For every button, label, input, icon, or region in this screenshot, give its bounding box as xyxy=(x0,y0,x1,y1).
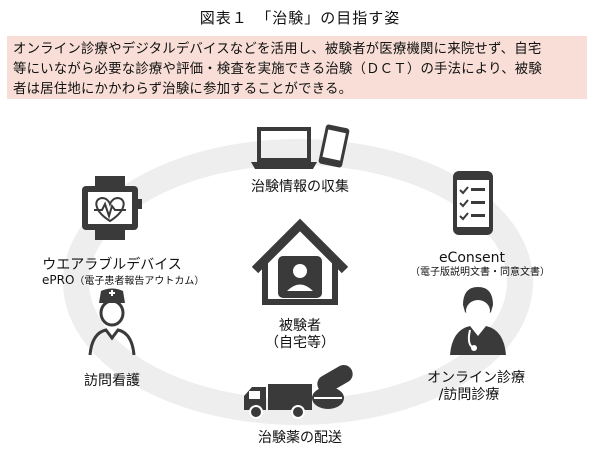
intro-line: オンライン診療やデジタルデバイスなどを活用し、被験者が医療機関に来院せず、自宅 xyxy=(13,42,542,57)
delivery-label: 治験薬の配送 xyxy=(258,430,342,446)
epro-label: ePRO xyxy=(42,273,75,287)
epro-sublabel: （電子患者報告アウトカム） xyxy=(74,276,205,287)
nurse-icon xyxy=(88,288,136,356)
online-sublabel: /訪問診療 xyxy=(438,387,500,403)
truck-pills-icon xyxy=(244,365,353,419)
online-label: オンライン診療 xyxy=(427,370,525,386)
laptop-tablet-icon xyxy=(251,124,350,169)
intro-line: 者は居住地にかかわらず治験に参加することができる。 xyxy=(13,82,353,97)
subject-label: 被験者 xyxy=(279,318,321,334)
econsent-sublabel: （電子版説明文書・同意文書） xyxy=(410,267,550,278)
intro-line: 等にいながら必要な診療や評価・検査を実施できる治験（ＤＣＴ）の手法により、被験 xyxy=(13,62,542,77)
wearable-label: ウエアラブルデバイス xyxy=(42,257,182,273)
info-label: 治験情報の収集 xyxy=(251,179,349,195)
subject-location: （自宅等） xyxy=(265,335,335,351)
nursing-label: 訪問看護 xyxy=(84,373,140,389)
house-person-icon xyxy=(251,218,349,305)
figure-title: 図表１ 「治験」の目指す姿 xyxy=(199,9,401,27)
doctor-icon xyxy=(450,287,506,355)
smartphone-checklist-icon xyxy=(453,171,493,235)
econsent-label: eConsent xyxy=(438,250,506,266)
intro-box: オンライン診療やデジタルデバイスなどを活用し、被験者が医療機関に来院せず、自宅 … xyxy=(7,36,587,99)
wearable-epro-line: ePRO（電子患者報告アウトカム） xyxy=(42,273,205,288)
smartwatch-heart-icon xyxy=(82,176,142,240)
